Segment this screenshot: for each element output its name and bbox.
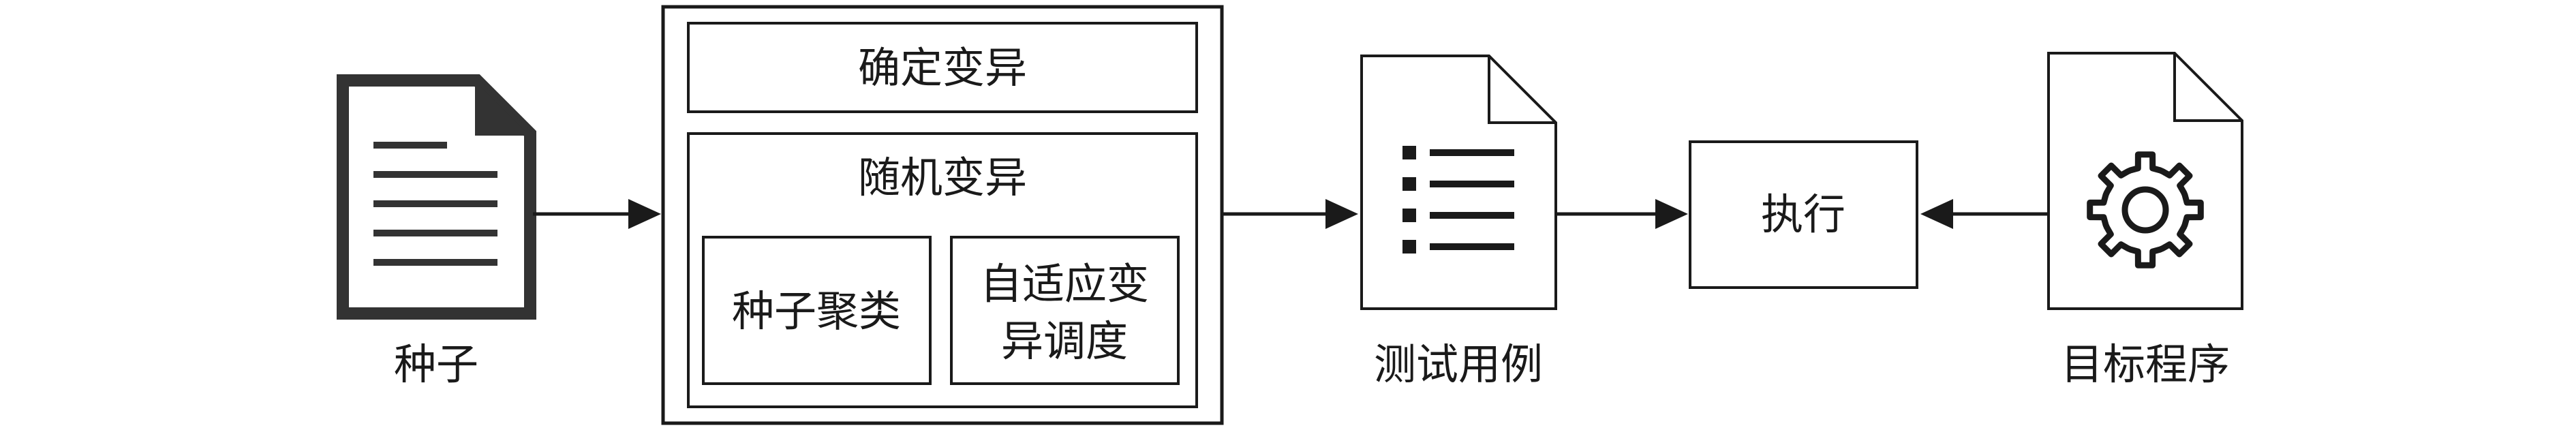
adaptive-scheduling-label-line1: 自适应变 [980,259,1149,309]
execute-label: 执行 [1761,189,1845,239]
seed-document-icon [337,74,536,320]
testcase-label: 测试用例 [1374,339,1543,389]
target-program-document-icon [2047,52,2243,310]
seed-clustering-box [702,236,932,385]
random-mutation-label: 随机变异 [858,153,1027,202]
arrow-mutation-to-testcase [1222,199,1358,229]
arrow-seed-to-mutation [533,199,661,229]
deterministic-mutation-label: 确定变异 [858,43,1027,93]
arrow-target-to-execute [1920,199,2048,229]
testcase-document-icon [1360,55,1557,310]
deterministic-mutation-box [687,22,1198,113]
adaptive-scheduling-label-line2: 异调度 [1001,316,1128,366]
target-program-label: 目标程序 [2061,339,2230,389]
mutation-module: 确定变异 随机变异 种子聚类 自适应变 异调度 [661,5,1224,425]
gear-icon [2087,151,2204,268]
seed-label: 种子 [394,339,478,389]
adaptive-scheduling-box [950,236,1180,385]
arrow-testcase-to-execute [1556,199,1688,229]
execute-box: 执行 [1689,140,1918,289]
seed-clustering-label: 种子聚类 [732,286,901,336]
